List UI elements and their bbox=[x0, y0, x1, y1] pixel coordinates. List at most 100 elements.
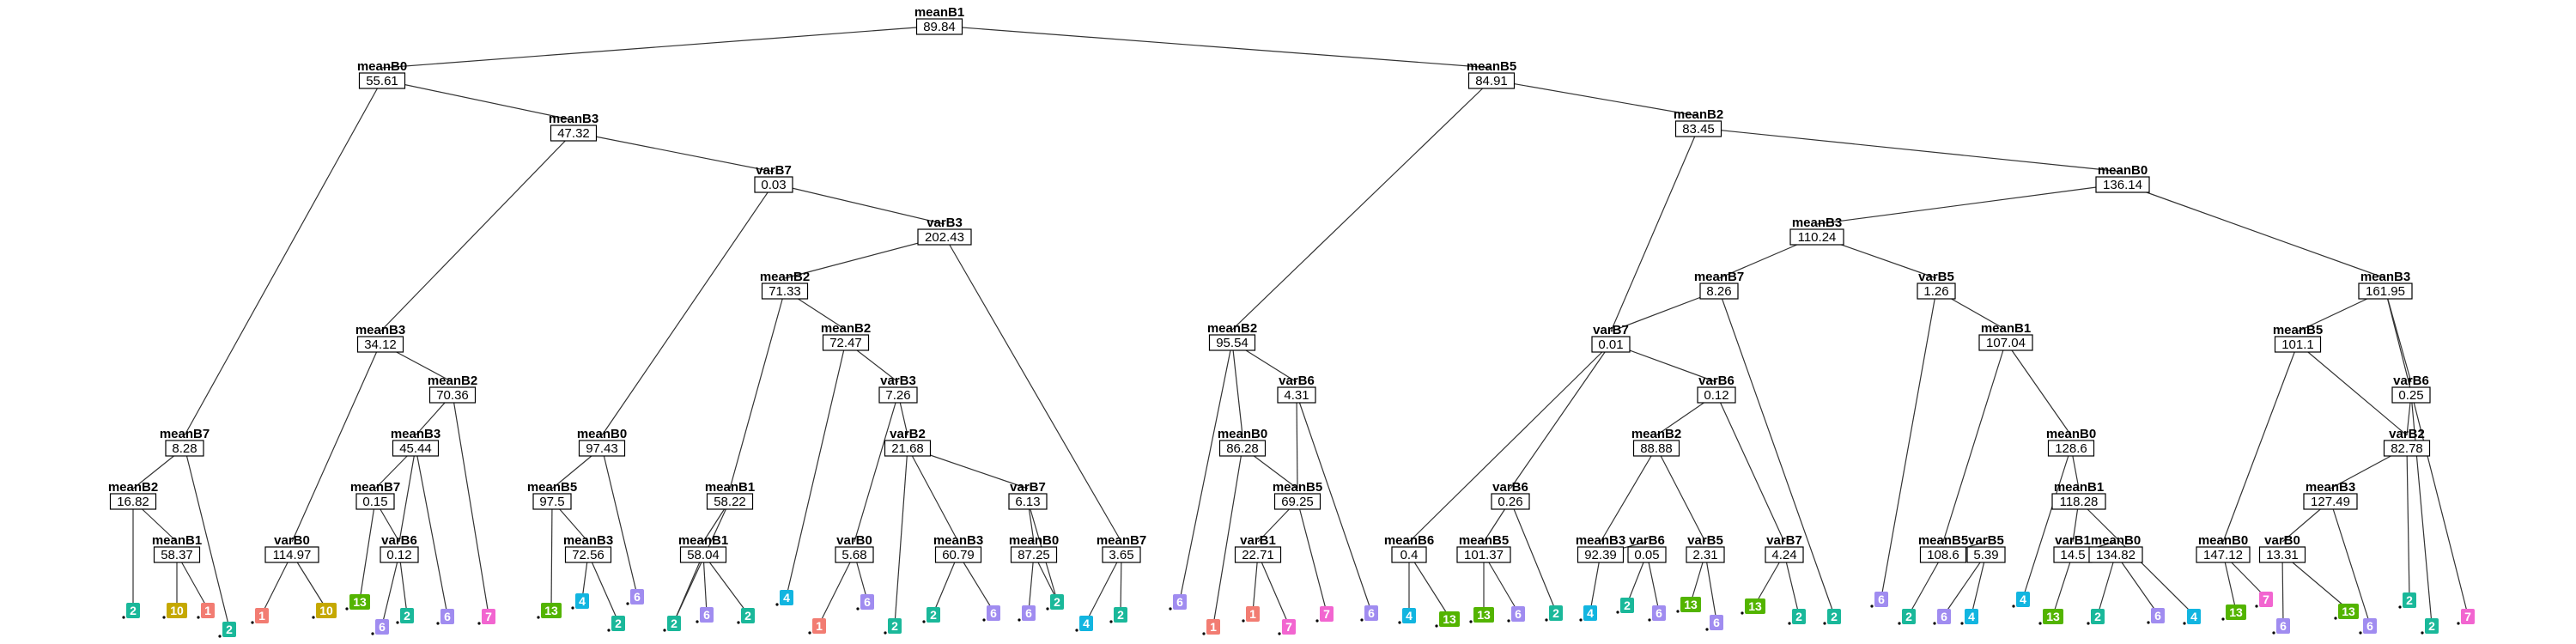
leaf-class-badge bbox=[1402, 608, 1416, 623]
leaf-class-badge bbox=[2043, 609, 2063, 624]
split-value: 5.39 bbox=[1973, 548, 1998, 562]
leaf-node: 7 bbox=[2457, 609, 2475, 625]
split-variable-label: varB7 bbox=[1766, 533, 1802, 548]
leaf-point bbox=[162, 616, 166, 619]
split-variable-label: meanB2 bbox=[760, 270, 810, 284]
leaf-class-badge bbox=[2187, 609, 2201, 624]
split-variable-label: meanB0 bbox=[2091, 533, 2141, 548]
leaf-class-label: 2 bbox=[1054, 595, 1060, 609]
split-value: 118.28 bbox=[2060, 495, 2099, 509]
leaf-class-label: 6 bbox=[1878, 592, 1885, 606]
leaf-class-label: 2 bbox=[1905, 610, 1912, 623]
leaf-class-label: 6 bbox=[1713, 616, 1720, 629]
tree-edge bbox=[1296, 393, 1372, 612]
tree-edge bbox=[1408, 343, 1612, 543]
leaf-node: 4 bbox=[1960, 609, 1978, 625]
split-value-box bbox=[1627, 546, 1667, 563]
split-value: 2.31 bbox=[1692, 548, 1717, 562]
leaf-node: 6 bbox=[1507, 606, 1525, 623]
leaf-point bbox=[1398, 621, 1401, 624]
leaf-class-label: 7 bbox=[485, 610, 492, 623]
split-value: 58.22 bbox=[714, 495, 746, 509]
leaf-class-label: 4 bbox=[1406, 609, 1413, 623]
split-value-box bbox=[1491, 493, 1530, 510]
split-variable-label: varB6 bbox=[1492, 480, 1528, 495]
leaf-point bbox=[1046, 607, 1049, 611]
leaf-class-label: 4 bbox=[579, 594, 586, 608]
leaf-class-label: 6 bbox=[703, 608, 710, 622]
leaf-point bbox=[2221, 617, 2225, 621]
tree-edge bbox=[1510, 343, 1612, 489]
leaf-point bbox=[2359, 631, 2362, 635]
split-value-box bbox=[264, 546, 319, 563]
tree-edge bbox=[786, 341, 847, 597]
split-variable-label: meanB5 bbox=[1459, 533, 1509, 548]
leaf-class-badge bbox=[888, 618, 902, 634]
leaf-class-badge bbox=[780, 590, 793, 605]
split-value: 108.6 bbox=[1927, 548, 1959, 562]
leaf-class-badge bbox=[167, 603, 187, 618]
leaf-node: 13 bbox=[2221, 605, 2246, 621]
leaf-node: 4 bbox=[571, 593, 589, 610]
split-value-box bbox=[2047, 440, 2095, 457]
leaf-class-badge bbox=[1937, 609, 1951, 624]
split-value: 72.47 bbox=[829, 336, 862, 350]
split-variable-label: varB0 bbox=[274, 533, 310, 548]
split-value-box bbox=[1234, 546, 1282, 563]
tree-edge bbox=[573, 131, 775, 173]
split-variable-label: varB7 bbox=[1010, 480, 1046, 495]
leaf-point bbox=[663, 629, 666, 632]
leaf-node: 13 bbox=[1469, 607, 1494, 623]
tree-edge bbox=[673, 553, 704, 623]
leaf-class-badge bbox=[2276, 618, 2290, 634]
split-value-box bbox=[1966, 546, 2006, 563]
leaf-node: 7 bbox=[1278, 619, 1296, 635]
split-value: 101.37 bbox=[1464, 548, 1504, 562]
split-variable-label: varB6 bbox=[1698, 374, 1735, 388]
split-variable-label: meanB6 bbox=[1384, 533, 1434, 548]
leaf-node: 13 bbox=[2038, 609, 2063, 625]
leaf-point bbox=[1648, 618, 1651, 622]
split-value: 0.01 bbox=[1598, 337, 1623, 352]
tree-edge bbox=[818, 553, 855, 625]
split-variable-label: meanB0 bbox=[1218, 427, 1267, 441]
leaf-point bbox=[371, 632, 374, 635]
tree-edge bbox=[1783, 553, 1800, 616]
tree-edge bbox=[1510, 500, 1557, 612]
tree-edge bbox=[2330, 500, 2371, 625]
tree-edge bbox=[894, 447, 908, 625]
leaf-node: 13 bbox=[345, 594, 370, 611]
leaf-node: 13 bbox=[1676, 597, 1701, 613]
split-value-box bbox=[578, 440, 626, 457]
leaf-class-badge bbox=[1549, 605, 1563, 621]
split-value-box bbox=[915, 18, 963, 35]
split-value-box bbox=[532, 493, 572, 510]
split-value-box bbox=[1697, 386, 1736, 404]
leaf-class-label: 10 bbox=[170, 604, 184, 617]
tree-edge bbox=[933, 553, 959, 614]
leaf-class-label: 4 bbox=[1083, 617, 1090, 630]
leaf-point bbox=[2087, 622, 2090, 625]
leaf-class-badge bbox=[1022, 605, 1036, 621]
tree-edge bbox=[398, 447, 416, 543]
split-value: 0.4 bbox=[1400, 548, 1419, 562]
tree-edge bbox=[2406, 447, 2410, 599]
leaf-class-label: 6 bbox=[1515, 607, 1522, 621]
leaf-class-label: 2 bbox=[226, 623, 233, 636]
split-value: 45.44 bbox=[399, 441, 432, 456]
split-value: 95.54 bbox=[1216, 336, 1249, 350]
split-value-box bbox=[917, 228, 972, 246]
leaf-point bbox=[1315, 619, 1319, 623]
split-variable-label: meanB5 bbox=[1273, 480, 1322, 495]
leaf-node: 2 bbox=[1823, 609, 1841, 625]
split-variable-label: varB6 bbox=[1629, 533, 1665, 548]
